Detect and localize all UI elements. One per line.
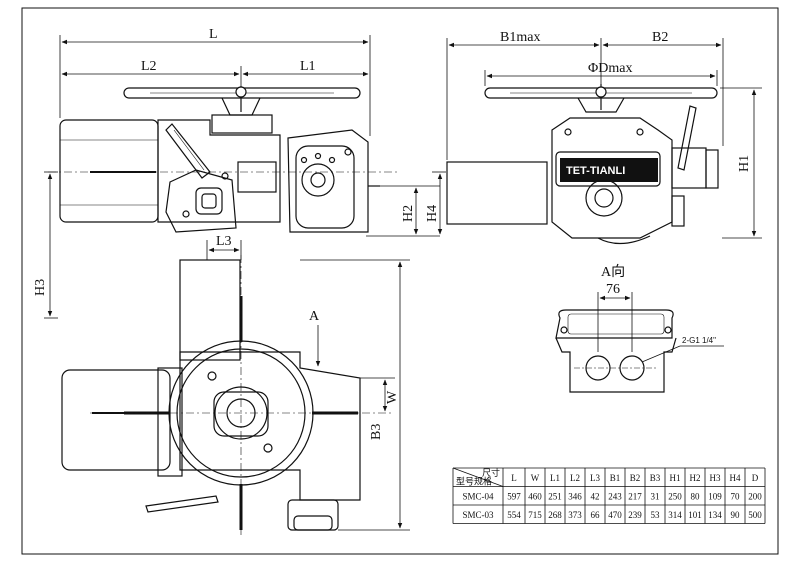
dim-B1: B1max <box>500 30 540 45</box>
dim-L2: L2 <box>141 59 157 74</box>
table-header-cell: H3 <box>710 473 721 483</box>
table-value-cell: 42 <box>591 492 600 502</box>
table-value-cell: 460 <box>528 492 542 502</box>
aux-dimensions <box>597 292 724 363</box>
table-header-cell: B3 <box>650 473 661 483</box>
logo-plate: TET-TIANLI <box>566 165 625 177</box>
table-header-cell: B2 <box>630 473 641 483</box>
side-view <box>446 84 719 245</box>
dim-L1: L1 <box>300 59 316 74</box>
table-value-cell: 554 <box>507 510 521 520</box>
table-value-cell: 239 <box>628 510 642 520</box>
dim-B3: B3 <box>369 424 384 440</box>
table-header-cell: H2 <box>690 473 701 483</box>
table-value-cell: 101 <box>688 510 702 520</box>
table-header-cell: H1 <box>670 473 681 483</box>
drawing-border <box>21 7 779 555</box>
dim-H4: H4 <box>425 205 440 222</box>
table-value-cell: 346 <box>568 492 582 502</box>
table-header-cell: L <box>511 473 517 483</box>
table-corner-diagonal <box>452 467 504 487</box>
front-view <box>48 86 400 233</box>
table-value-cell: 217 <box>628 492 642 502</box>
table-value-cell: 134 <box>708 510 722 520</box>
aux-width-dim: 76 <box>606 282 620 297</box>
table-header-cell: L2 <box>570 473 580 483</box>
table-value-cell: 66 <box>591 510 601 520</box>
top-view <box>61 255 392 535</box>
table-value-cell: 109 <box>708 492 722 502</box>
table-value-cell: 597 <box>507 492 521 502</box>
dim-L: L <box>209 27 218 42</box>
table-value-cell: 268 <box>548 510 562 520</box>
table-header-cell: L1 <box>550 473 560 483</box>
dim-H1: H1 <box>737 155 752 172</box>
dim-D: ΦDmax <box>588 61 632 76</box>
table-corner-top: 尺寸 <box>482 467 500 478</box>
table-value-cell: 243 <box>608 492 622 502</box>
table-value-cell: 314 <box>668 510 682 520</box>
table-header-cell: L3 <box>590 473 600 483</box>
table-value-cell: 715 <box>528 510 542 520</box>
table-header-cell: W <box>531 473 540 483</box>
table-value-cell: 90 <box>731 510 741 520</box>
table-value-cell: 251 <box>548 492 562 502</box>
table-header-cell: D <box>752 473 759 483</box>
table-corner-bottom: 型号规格 <box>456 476 492 487</box>
dim-B2: B2 <box>652 30 668 45</box>
dim-H3: H3 <box>33 279 48 296</box>
table-header-cell: H4 <box>730 473 741 483</box>
table-value-cell: 500 <box>748 510 762 520</box>
table-model-cell: SMC-04 <box>462 492 494 502</box>
dim-L3: L3 <box>216 234 232 249</box>
dim-H2: H2 <box>401 205 416 222</box>
top-dimensions <box>206 240 410 531</box>
aux-view-a <box>555 309 677 393</box>
table-value-cell: 70 <box>731 492 741 502</box>
dim-W: W <box>385 390 400 404</box>
side-dimensions <box>432 38 762 239</box>
table-value-cell: 200 <box>748 492 762 502</box>
table-value-cell: 53 <box>651 510 661 520</box>
table-header-cell: B1 <box>610 473 621 483</box>
view-arrow-label: A <box>309 309 320 324</box>
aux-view-title: A向 <box>601 264 625 280</box>
table-value-cell: 80 <box>691 492 701 502</box>
table-value-cell: 31 <box>651 492 660 502</box>
table-value-cell: 470 <box>608 510 622 520</box>
table-value-cell: 250 <box>668 492 682 502</box>
table-value-cell: 373 <box>568 510 582 520</box>
front-dimensions <box>44 35 440 319</box>
aux-port-label: 2-G1 1/4" <box>682 336 716 345</box>
table-model-cell: SMC-03 <box>462 510 494 520</box>
